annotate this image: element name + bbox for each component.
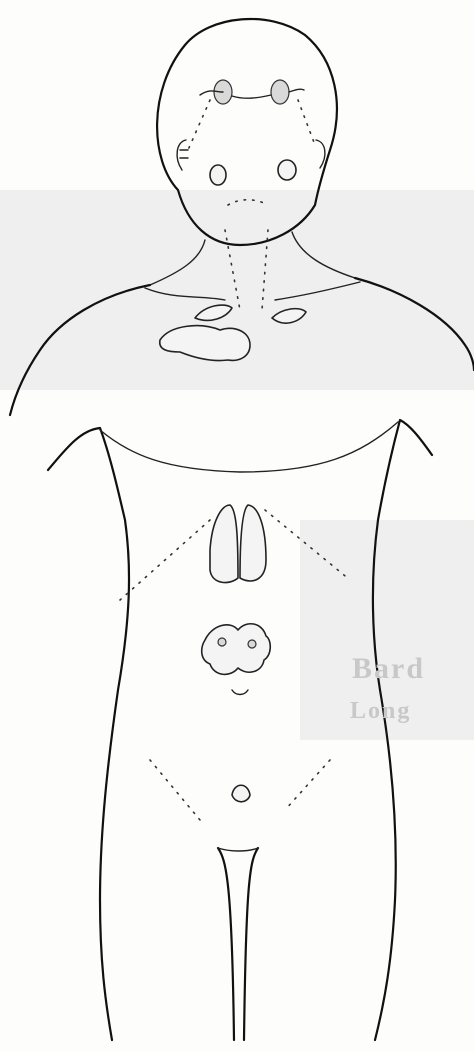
ear-right (316, 140, 325, 168)
dotted-head-line-right (298, 100, 315, 145)
dotted-head-line-left (188, 100, 210, 150)
pancreas (202, 624, 271, 675)
adrenal-left (210, 505, 238, 583)
inner-thigh-right (244, 848, 258, 1040)
background-text-line1: Bard (352, 652, 425, 686)
dotted-torso-left (120, 520, 210, 600)
gland-left-cheek (210, 165, 226, 185)
pineal-gland-right (271, 80, 289, 104)
adrenal-right (240, 505, 266, 581)
gonad (232, 785, 250, 802)
pancreas-islet-2 (248, 640, 256, 648)
ear-left (177, 140, 188, 170)
dotted-pelvis-left (150, 760, 200, 820)
pancreas-islet-1 (218, 638, 226, 646)
background-text-line2: Long (350, 698, 411, 725)
dotted-pelvis-right (285, 760, 330, 810)
torso-left-side (48, 428, 129, 1040)
crotch-line (218, 848, 258, 851)
inner-thigh-left (218, 848, 234, 1040)
navel-mark (232, 690, 248, 695)
chest-line (100, 422, 398, 472)
gland-right-cheek (278, 160, 296, 180)
